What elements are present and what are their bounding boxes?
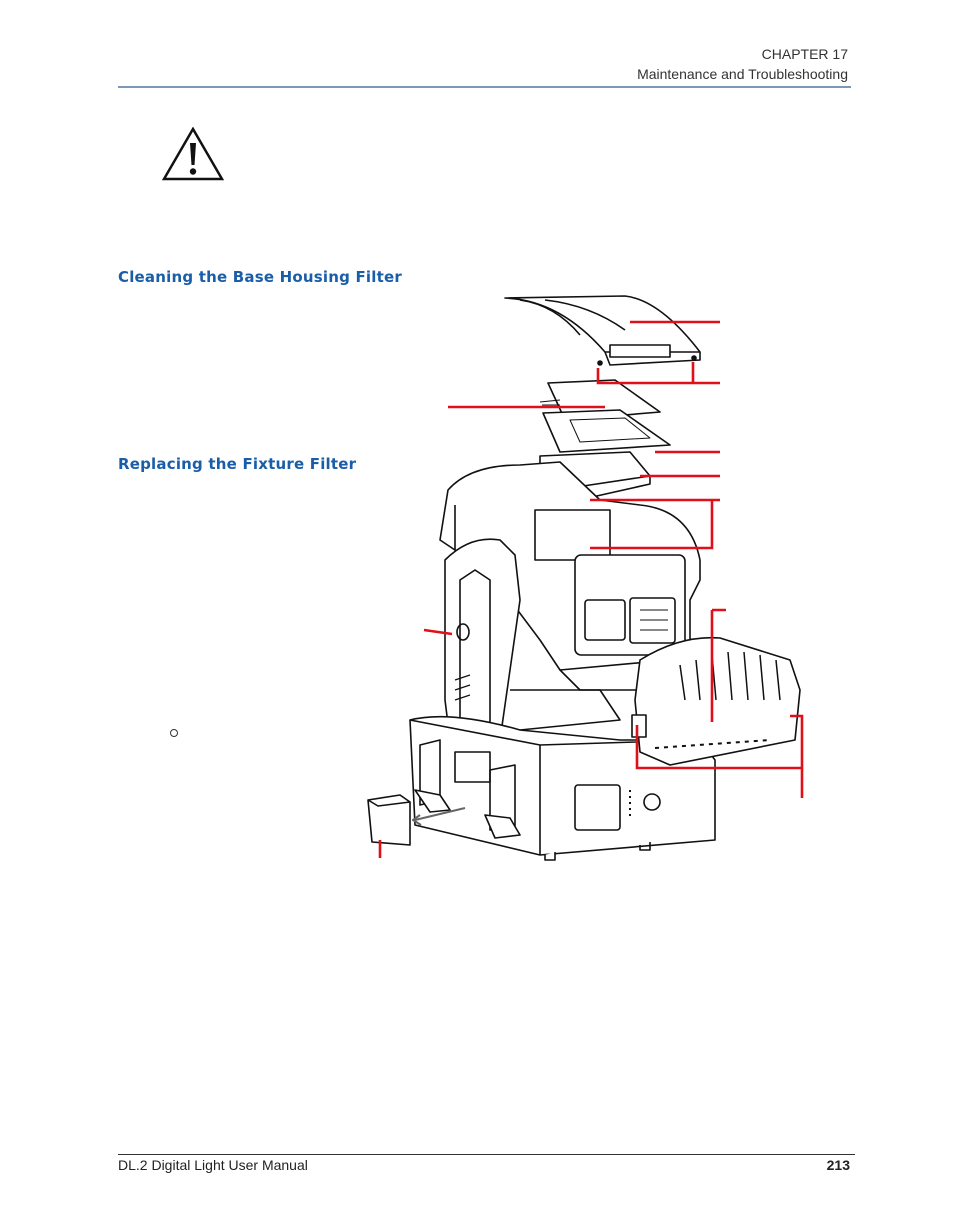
yoke-arm	[444, 538, 621, 741]
header-title: Maintenance and Troubleshooting	[637, 66, 848, 82]
page-number: 213	[826, 1157, 850, 1173]
base-filter	[367, 794, 466, 846]
side-cover	[631, 636, 801, 766]
section-heading-base-filter: Cleaning the Base Housing Filter	[118, 268, 402, 286]
fixture-exploded-diagram	[367, 295, 804, 861]
warning-triangle-icon	[162, 127, 224, 181]
section-heading-fixture-filter: Replacing the Fixture Filter	[118, 455, 357, 473]
callout-lines	[378, 320, 804, 858]
list-bullet	[170, 729, 178, 737]
header-chapter: CHAPTER 17	[761, 46, 848, 62]
fixture-head	[439, 461, 701, 691]
header-divider	[118, 86, 851, 88]
top-cover	[504, 295, 701, 366]
footer-manual-title: DL.2 Digital Light User Manual	[118, 1157, 308, 1173]
footer-divider	[118, 1154, 855, 1155]
